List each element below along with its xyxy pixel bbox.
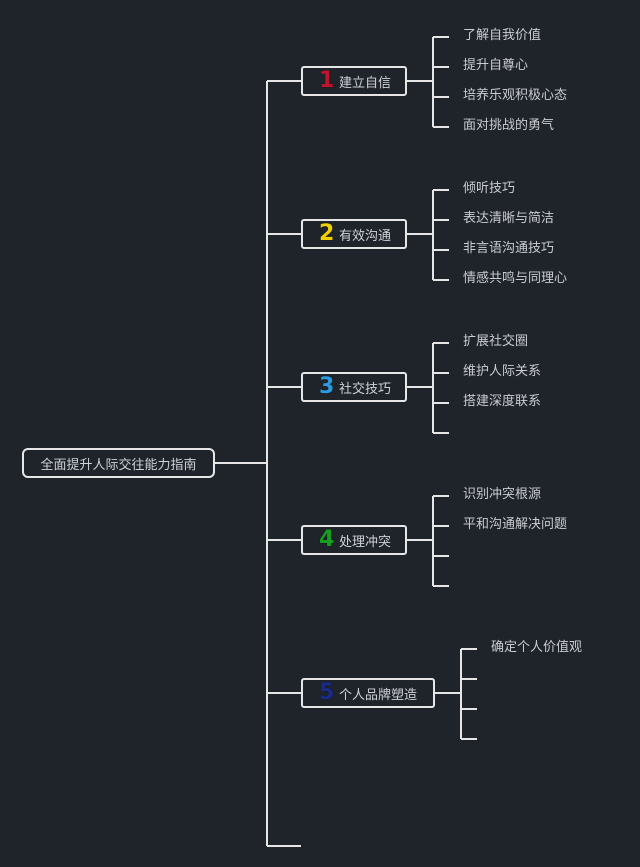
topic-label-4: 处理冲突 [339,534,392,550]
topic-number-1: 1 [319,68,335,93]
subtopic-2-4[interactable]: 情感共鸣与同理心 [463,271,568,286]
subtopic-1-1[interactable]: 了解自我价值 [463,28,542,43]
subtopic-3-3[interactable]: 搭建深度联系 [463,394,542,409]
topic-label-1: 建立自信 [339,75,392,91]
subtopic-2-1[interactable]: 倾听技巧 [463,181,516,196]
root-label: 全面提升人际交往能力指南 [40,457,197,473]
root-node[interactable]: 全面提升人际交往能力指南 [22,448,215,478]
subtopic-2-3[interactable]: 非言语沟通技巧 [463,241,555,256]
topic-label-2: 有效沟通 [339,228,392,244]
subtopic-1-4[interactable]: 面对挑战的勇气 [463,118,555,133]
topic-label-5: 个人品牌塑造 [339,687,418,703]
topic-number-2: 2 [319,221,335,246]
subtopic-3-1[interactable]: 扩展社交圈 [463,334,529,349]
subtopic-4-2[interactable]: 平和沟通解决问题 [463,517,568,532]
subtopic-2-2[interactable]: 表达清晰与简洁 [463,211,555,226]
subtopic-4-1[interactable]: 识别冲突根源 [463,487,542,502]
topic-number-5: 5 [319,680,335,705]
topic-label-3: 社交技巧 [339,381,392,397]
subtopic-1-3[interactable]: 培养乐观积极心态 [463,88,568,103]
topic-number-3: 3 [319,374,335,399]
topic-number-4: 4 [319,527,335,552]
subtopic-5-1[interactable]: 确定个人价值观 [491,640,583,655]
subtopic-1-2[interactable]: 提升自尊心 [463,58,529,73]
subtopic-3-2[interactable]: 维护人际关系 [463,364,542,379]
